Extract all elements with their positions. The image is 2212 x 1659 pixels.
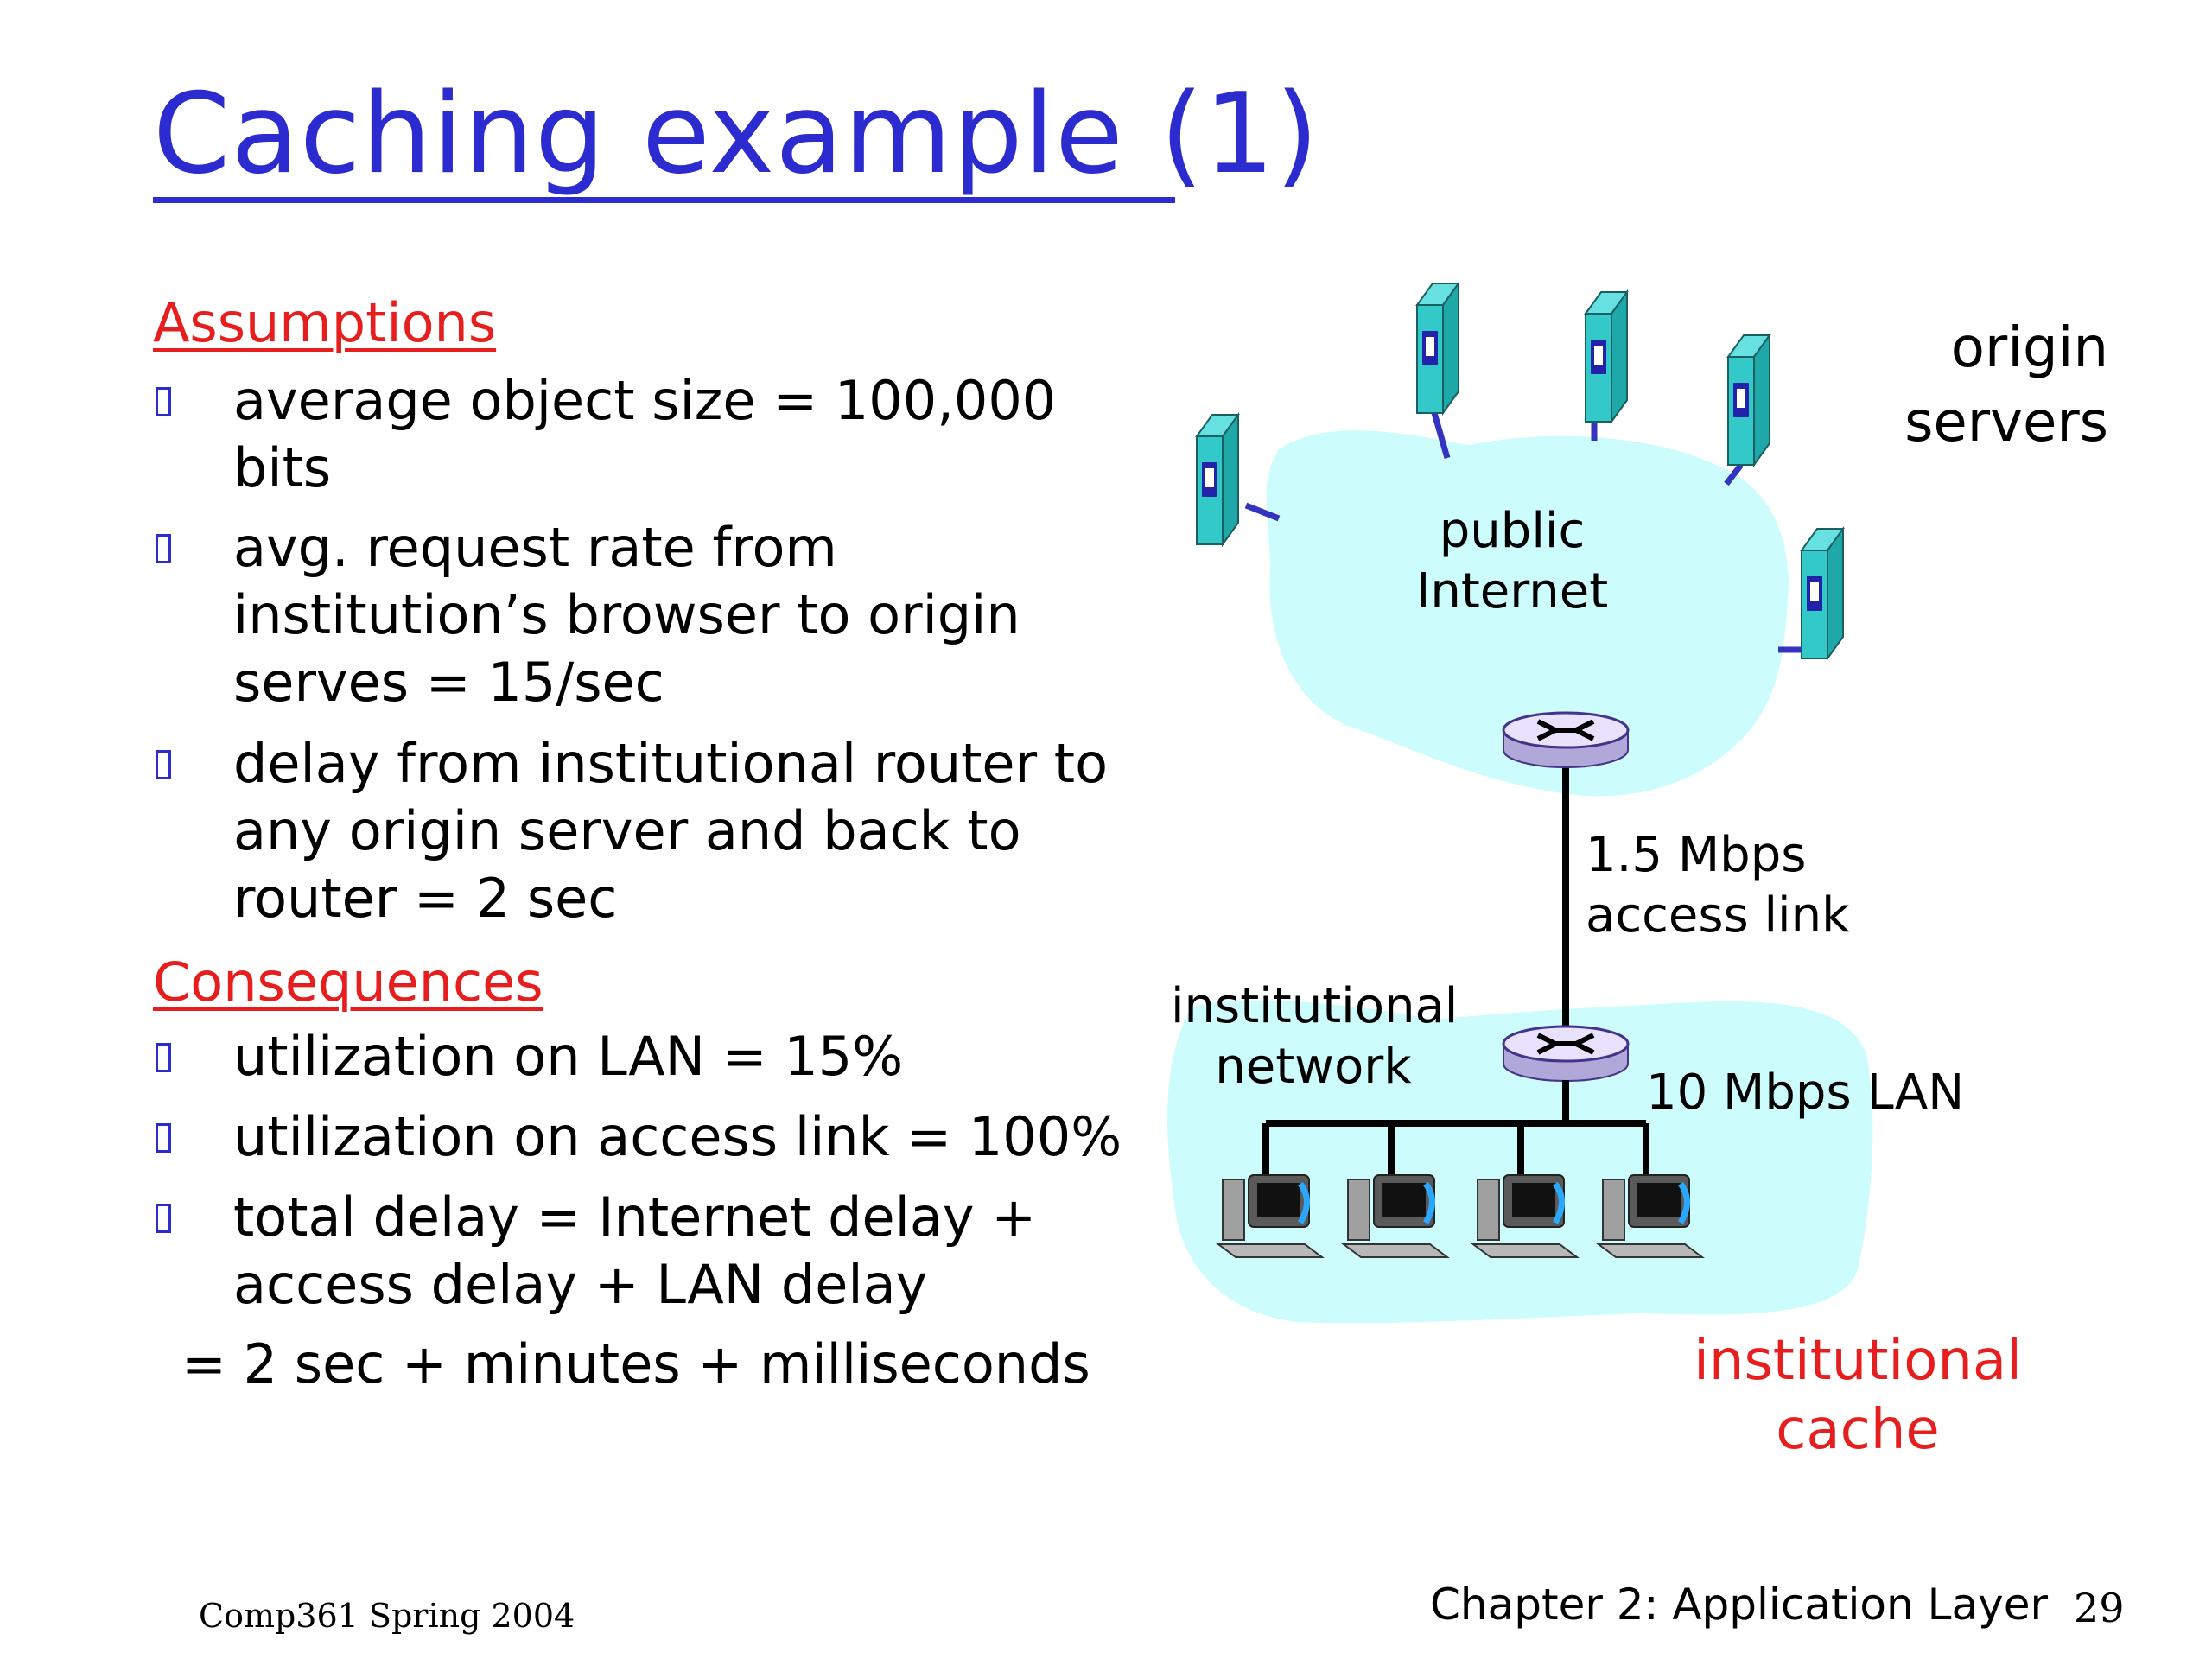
bullet-icon xyxy=(156,1123,171,1153)
server-icon xyxy=(1415,280,1460,416)
label-line: access link xyxy=(1586,887,1850,944)
institutional-network-label: institutional network xyxy=(1171,976,1459,1097)
label-line: servers xyxy=(1904,391,2108,454)
access-link-label: 1.5 Mbps access link xyxy=(1586,825,1850,946)
text-line: serves = 15/sec xyxy=(233,651,664,714)
server-icon xyxy=(1800,525,1845,662)
router-icon xyxy=(1502,1025,1630,1082)
label-line: institutional xyxy=(1171,978,1459,1034)
assumptions-heading: Assumptions xyxy=(153,291,497,354)
label-line: cache xyxy=(1776,1398,1940,1462)
computer-icon xyxy=(1216,1174,1325,1258)
consequence-item-2: utilization on access link = 100% xyxy=(233,1103,1122,1171)
bullet-icon xyxy=(156,534,171,563)
text-line: institution’s browser to origin xyxy=(233,583,1020,646)
text-line: utilization on LAN = 15% xyxy=(233,1025,904,1088)
text-line: bits xyxy=(233,436,332,499)
computer-icon xyxy=(1341,1174,1450,1258)
label-line: public xyxy=(1439,503,1586,559)
label-line: Internet xyxy=(1415,563,1609,620)
text-line: delay from institutional router to xyxy=(233,732,1109,795)
text-line: access delay + LAN delay xyxy=(233,1253,928,1316)
bullet-icon xyxy=(156,1043,171,1072)
label-line: origin xyxy=(1950,316,2108,380)
total-delay-result: = 2 sec + minutes + milliseconds xyxy=(181,1332,1090,1395)
consequence-item-3: total delay = Internet delay + access de… xyxy=(233,1184,1036,1319)
computer-icon xyxy=(1596,1174,1705,1258)
text-line: router = 2 sec xyxy=(233,867,618,930)
assumption-item-1: average object size = 100,000 bits xyxy=(233,367,1056,502)
public-internet-label: public Internet xyxy=(1391,501,1633,622)
server-icon xyxy=(1584,289,1629,425)
institutional-cache-label: institutional cache xyxy=(1685,1326,2031,1465)
consequences-heading: Consequences xyxy=(153,950,543,1014)
slide-title: Caching example (1) xyxy=(153,70,1319,199)
page-number: 29 xyxy=(2074,1585,2125,1631)
consequence-item-1: utilization on LAN = 15% xyxy=(233,1023,903,1090)
computer-icon xyxy=(1471,1174,1580,1258)
bullet-icon xyxy=(156,387,171,416)
router-icon xyxy=(1502,711,1630,768)
text-line: any origin server and back to xyxy=(233,799,1021,862)
origin-servers-label: origin servers xyxy=(1866,311,2108,460)
label-line: institutional xyxy=(1694,1329,2022,1393)
footer-chapter: Chapter 2: Application Layer xyxy=(1430,1580,2049,1630)
title-underline xyxy=(153,197,1175,203)
server-icon xyxy=(1195,411,1240,548)
label-line: network xyxy=(1215,1039,1412,1095)
text-line: avg. request rate from xyxy=(233,516,837,579)
label-line: 1.5 Mbps xyxy=(1586,827,1807,883)
server-icon xyxy=(1726,332,1771,468)
assumption-item-3: delay from institutional router to any o… xyxy=(233,730,1108,932)
text-line: total delay = Internet delay + xyxy=(233,1185,1037,1249)
text-line: utilization on access link = 100% xyxy=(233,1105,1122,1168)
lan-label: 10 Mbps LAN xyxy=(1646,1065,1965,1121)
public-internet-cloud xyxy=(1266,430,1789,797)
text-line: average object size = 100,000 xyxy=(233,369,1057,432)
footer-course: Comp361 Spring 2004 xyxy=(199,1597,575,1635)
bullet-icon xyxy=(156,750,171,779)
assumption-item-2: avg. request rate from institution’s bro… xyxy=(233,514,1020,716)
bullet-icon xyxy=(156,1204,171,1233)
